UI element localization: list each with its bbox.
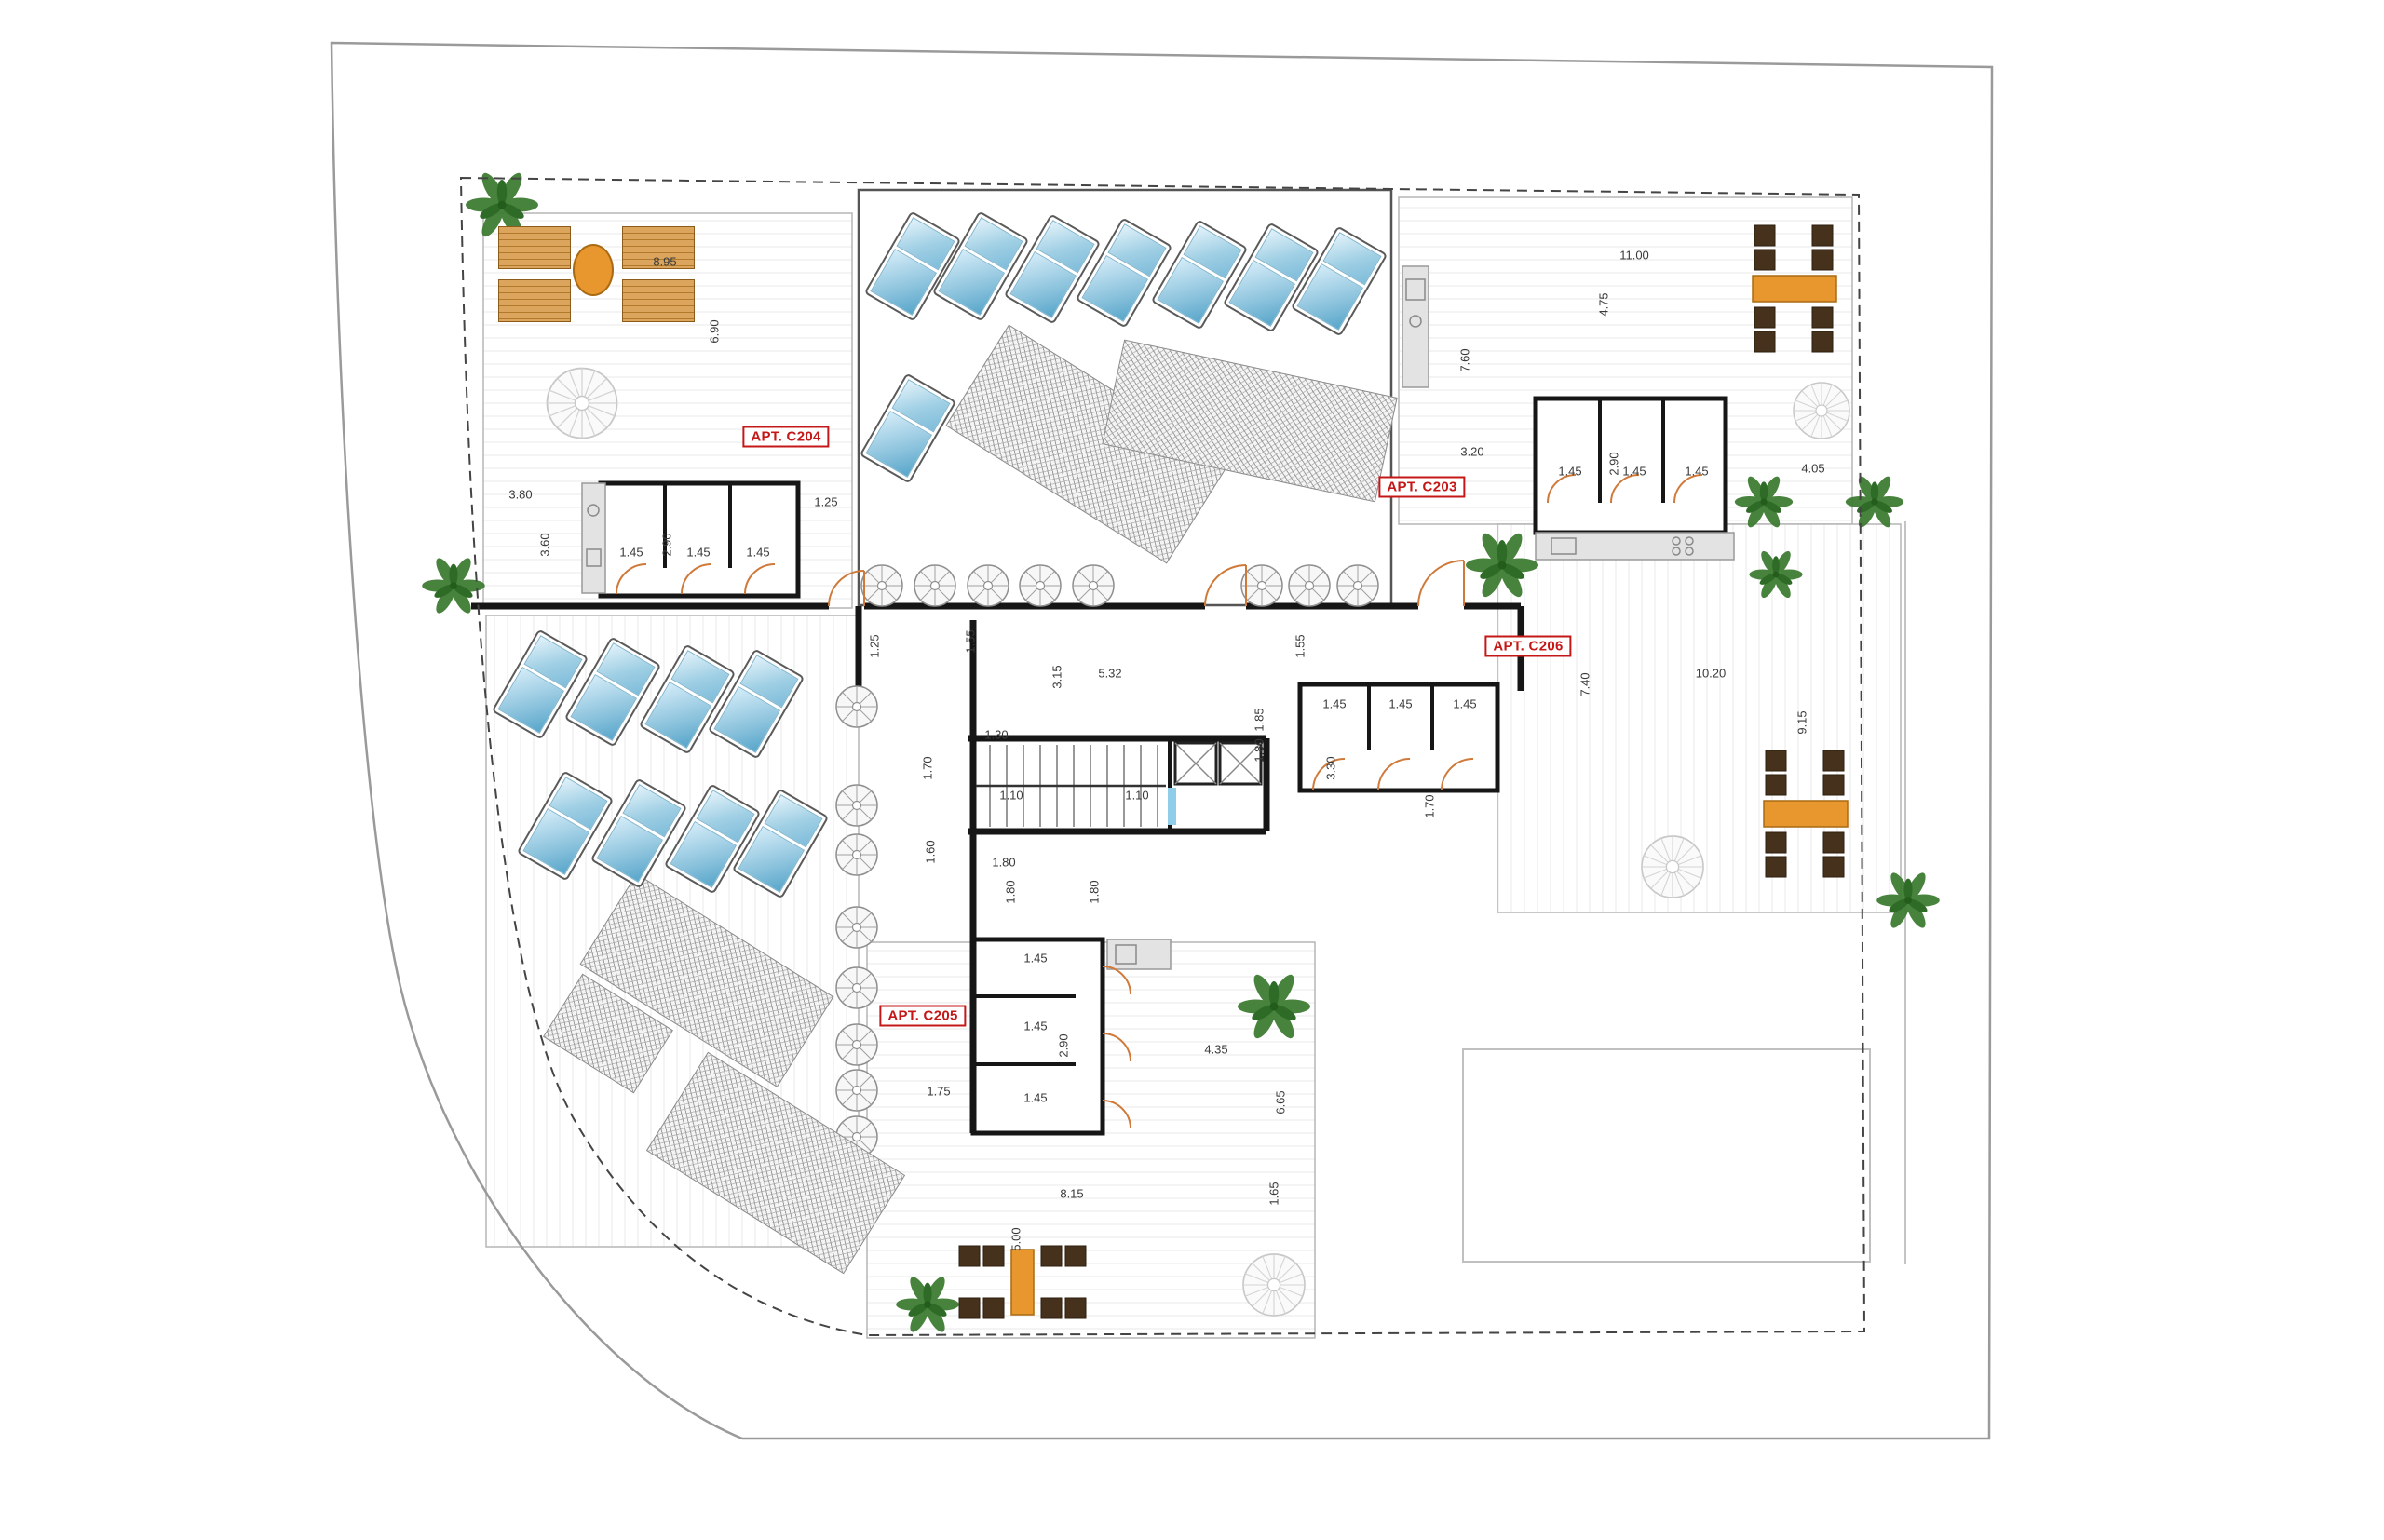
dimension-label: 1.45 xyxy=(1558,464,1582,479)
dashed-boundary xyxy=(459,176,1866,1337)
dimension-label: 1.60 xyxy=(923,840,938,864)
dimension-label: 10.20 xyxy=(1695,666,1727,681)
wooden-table xyxy=(573,244,614,296)
dimension-label: 1.45 xyxy=(1388,696,1413,711)
bathroom-block-c205 xyxy=(970,937,1105,1136)
dining-set-bottom xyxy=(958,1245,1087,1319)
dimension-label: 2.90 xyxy=(1606,452,1621,476)
room-partitions xyxy=(663,399,1665,1066)
dimension-label: 1.45 xyxy=(1685,464,1709,479)
dimension-label: 4.05 xyxy=(1801,461,1825,476)
dimension-label: 7.40 xyxy=(1578,672,1592,696)
dimension-label: 11.00 xyxy=(1619,248,1649,263)
dimension-label: 3.30 xyxy=(1323,756,1338,780)
dimension-label: 1.80 xyxy=(1252,738,1266,763)
kitchen-fixtures xyxy=(586,278,1694,965)
bathroom-block-right xyxy=(1533,396,1728,535)
dimension-label: 9.15 xyxy=(1795,710,1809,735)
dimension-label: 4.35 xyxy=(1204,1042,1228,1057)
dimension-label: 1.45 xyxy=(1622,464,1646,479)
dimension-label: 1.80 xyxy=(1003,880,1018,904)
dimension-label: 3.20 xyxy=(1460,444,1484,459)
dimension-label: 3.80 xyxy=(508,487,533,502)
apartment-label: APT. C206 xyxy=(1484,635,1572,657)
dimension-label: 3.15 xyxy=(1050,665,1064,689)
dimension-label: 6.65 xyxy=(1273,1090,1288,1114)
dimension-label: 1.10 xyxy=(999,788,1023,803)
apartment-label: APT. C204 xyxy=(742,426,830,448)
dimension-label: 6.90 xyxy=(707,319,722,344)
bathroom-block-c206 xyxy=(1297,682,1500,793)
dimension-label: 1.45 xyxy=(1453,696,1477,711)
dimension-label: 7.60 xyxy=(1457,348,1472,372)
dimension-label: 1.65 xyxy=(1266,1182,1281,1206)
elevator-shafts xyxy=(1173,741,1263,786)
wooden-lounger xyxy=(622,226,695,269)
glass-door xyxy=(1168,788,1176,825)
dimension-label: 1.75 xyxy=(927,1084,951,1099)
dimension-label: 2.90 xyxy=(659,533,674,557)
dimension-label: 8.95 xyxy=(653,254,677,269)
room-blocks xyxy=(598,396,1728,1136)
apartment-label: APT. C205 xyxy=(879,1005,967,1027)
dimension-label: 1.45 xyxy=(1023,1090,1048,1105)
dimension-label: 1.70 xyxy=(1422,794,1437,818)
staircase xyxy=(976,745,1166,827)
dimension-label: 1.55 xyxy=(1293,634,1307,658)
dimension-label: 1.55 xyxy=(963,629,978,654)
dimension-label: 1.45 xyxy=(1322,696,1347,711)
bathroom-block-left xyxy=(598,480,801,599)
dimension-label: 1.45 xyxy=(619,545,643,560)
dimension-label: 3.60 xyxy=(537,533,552,557)
dining-set-top-right xyxy=(1752,224,1837,353)
dimension-label: 8.15 xyxy=(1060,1186,1084,1201)
dimension-label: 1.30 xyxy=(984,727,1009,742)
lower-roof-area xyxy=(1462,1048,1871,1263)
dining-set-right xyxy=(1763,750,1849,878)
wooden-lounger xyxy=(622,279,695,322)
dimension-label: 1.45 xyxy=(686,545,711,560)
site-boundary xyxy=(330,41,1994,1440)
wooden-lounger xyxy=(498,279,571,322)
dimension-label: 1.80 xyxy=(1087,880,1102,904)
apartment-label: APT. C203 xyxy=(1378,476,1466,498)
dimension-label: 1.45 xyxy=(746,545,770,560)
dimension-label: 2.90 xyxy=(1056,1033,1071,1058)
dimension-label: 4.75 xyxy=(1596,292,1611,317)
dimension-label: 5.32 xyxy=(1098,666,1122,681)
dimension-label: 1.85 xyxy=(1252,708,1266,732)
dimension-label: 1.25 xyxy=(867,634,882,658)
dimension-label: 1.70 xyxy=(920,756,935,780)
wooden-lounger xyxy=(498,226,571,269)
dimension-label: 5.00 xyxy=(1009,1227,1023,1251)
dimension-label: 1.80 xyxy=(992,855,1016,870)
dimension-label: 1.45 xyxy=(1023,1019,1048,1033)
dimension-label: 1.25 xyxy=(814,494,838,509)
dimension-label: 1.10 xyxy=(1125,788,1149,803)
dimension-label: 1.45 xyxy=(1023,951,1048,966)
door-arcs xyxy=(616,474,1703,1129)
